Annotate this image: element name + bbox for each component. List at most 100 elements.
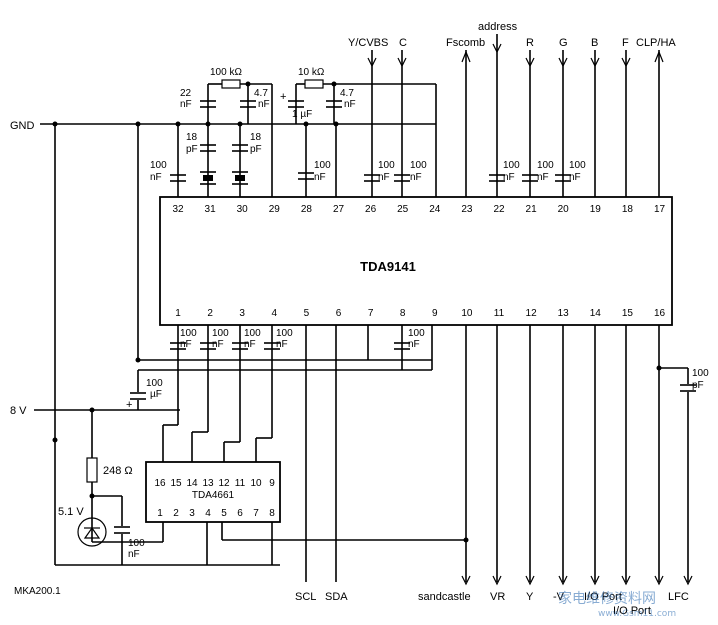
ic-tda4661-label: TDA4661 <box>192 490 235 501</box>
pin-number: 16 <box>654 308 666 319</box>
pin-number: 10 <box>250 478 262 489</box>
pin-number: 27 <box>333 204 345 215</box>
zener-label: 5.1 V <box>58 506 84 518</box>
pin-number: 30 <box>237 204 249 215</box>
svg-text:pF: pF <box>186 144 198 155</box>
pin-number: 20 <box>558 204 570 215</box>
fscomb-label: Fscomb <box>446 37 485 49</box>
svg-text:nF: nF <box>258 99 270 110</box>
g-label: G <box>559 37 568 49</box>
pin-number: 22 <box>493 204 505 215</box>
pin-number: 29 <box>269 204 281 215</box>
svg-text:nF: nF <box>378 172 390 183</box>
svg-text:100: 100 <box>212 328 229 339</box>
svg-text:nF: nF <box>276 339 288 350</box>
svg-text:100: 100 <box>569 160 586 171</box>
svg-text:nF: nF <box>128 549 140 560</box>
pin-number: 24 <box>429 204 441 215</box>
svg-text:100: 100 <box>692 368 709 379</box>
clpha-label: CLP/HA <box>636 37 676 49</box>
svg-text:100: 100 <box>314 160 331 171</box>
pin-number: 2 <box>173 508 179 519</box>
pin-number: 5 <box>221 508 227 519</box>
pin-number: 14 <box>186 478 198 489</box>
svg-text:nF: nF <box>569 172 581 183</box>
r-label: R <box>526 37 534 49</box>
pin-number: 26 <box>365 204 377 215</box>
svg-text:nF: nF <box>180 339 192 350</box>
pin-number: 9 <box>432 308 438 319</box>
pin-number: 11 <box>235 478 246 489</box>
svg-text:nF: nF <box>503 172 515 183</box>
svg-text:nF: nF <box>212 339 224 350</box>
svg-text:100: 100 <box>276 328 293 339</box>
pin-number: 8 <box>400 308 406 319</box>
pin-number: 6 <box>237 508 243 519</box>
svg-text:100: 100 <box>537 160 554 171</box>
svg-text:18: 18 <box>186 132 198 143</box>
pin-number: 7 <box>253 508 259 519</box>
supply-label: 8 V <box>10 405 27 417</box>
svg-text:nF: nF <box>150 172 162 183</box>
ic-tda9141-label: TDA9141 <box>360 259 416 274</box>
sda-label: SDA <box>325 591 348 603</box>
svg-text:100: 100 <box>408 328 425 339</box>
minus-v-label: -V <box>553 591 565 603</box>
pin-number: 5 <box>304 308 310 319</box>
svg-text:100: 100 <box>244 328 261 339</box>
y-label: Y <box>526 591 534 603</box>
svg-text:nF: nF <box>180 99 192 110</box>
pin-number: 23 <box>461 204 473 215</box>
svg-text:nF: nF <box>408 339 420 350</box>
svg-text:pF: pF <box>692 380 704 391</box>
pin-number: 1 <box>175 308 181 319</box>
svg-text:100: 100 <box>128 538 145 549</box>
ycvbs-label: Y/CVBS <box>348 37 388 49</box>
svg-text:nF: nF <box>537 172 549 183</box>
drawing-code: MKA200.1 <box>14 586 61 597</box>
pin-number: 12 <box>218 478 230 489</box>
pin-number: 4 <box>205 508 211 519</box>
svg-text:nF: nF <box>314 172 326 183</box>
pin-number: 19 <box>590 204 602 215</box>
pin-number: 16 <box>154 478 166 489</box>
sandcastle-label: sandcastle <box>418 591 471 603</box>
pin-number: 8 <box>269 508 275 519</box>
svg-text:100: 100 <box>150 160 167 171</box>
watermark-url: www.Gsm11.com <box>598 609 676 619</box>
gnd-label: GND <box>10 120 35 132</box>
svg-text:µF: µF <box>150 389 162 400</box>
f-label: F <box>622 37 629 49</box>
pin-number: 15 <box>170 478 182 489</box>
c-label: C <box>399 37 407 49</box>
pin-number: 11 <box>494 308 505 319</box>
watermark-logo: 家电维修资料网 <box>558 590 656 607</box>
scl-label: SCL <box>295 591 316 603</box>
svg-text:100: 100 <box>410 160 427 171</box>
pin-number: 31 <box>205 204 217 215</box>
pin-number: 3 <box>189 508 195 519</box>
svg-text:18: 18 <box>250 132 262 143</box>
pin-number: 3 <box>239 308 245 319</box>
svg-text:nF: nF <box>244 339 256 350</box>
pin-number: 28 <box>301 204 313 215</box>
pin-number: 17 <box>654 204 666 215</box>
pin-number: 4 <box>272 308 278 319</box>
pin-number: 1 <box>157 508 163 519</box>
svg-text:100: 100 <box>503 160 520 171</box>
svg-text:100: 100 <box>146 378 163 389</box>
pin-number: 15 <box>622 308 634 319</box>
pin-number: 10 <box>461 308 473 319</box>
svg-text:nF: nF <box>344 99 356 110</box>
svg-text:+: + <box>280 91 286 103</box>
io-port2-label: I/O Port <box>613 605 651 617</box>
pin-number: 13 <box>558 308 570 319</box>
lfc-label: LFC <box>668 591 689 603</box>
pin-number: 9 <box>269 478 275 489</box>
